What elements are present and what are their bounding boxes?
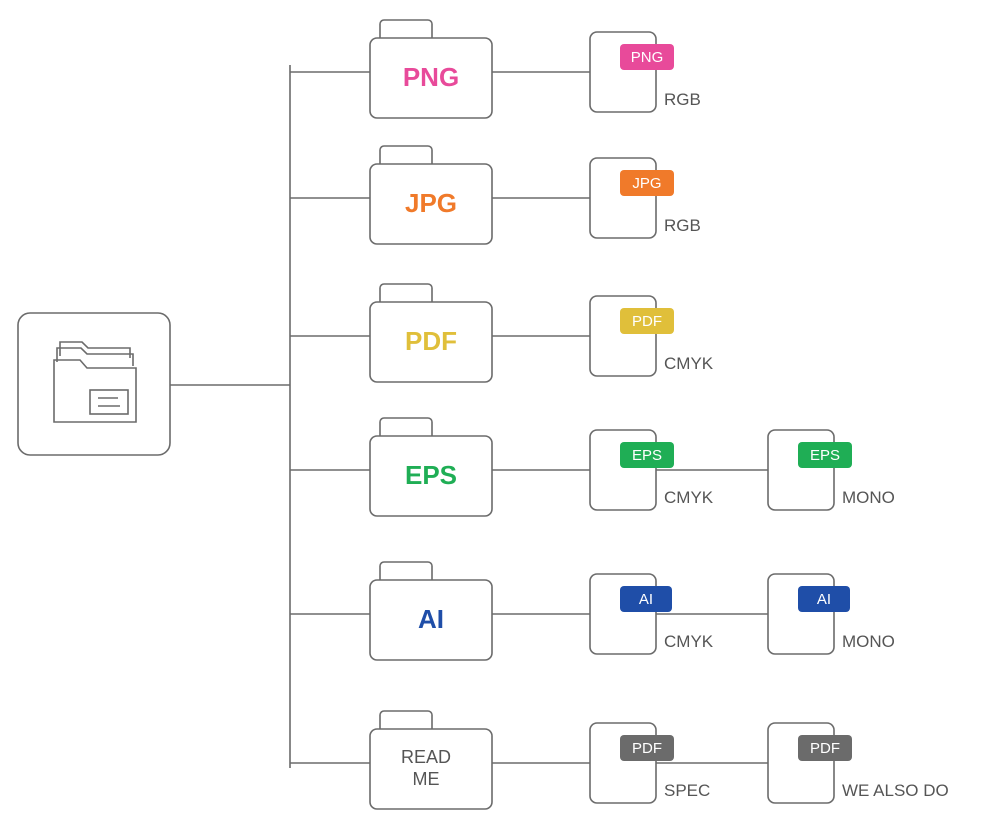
file-caption: CMYK xyxy=(664,632,714,651)
file-badge-label: PDF xyxy=(632,740,662,757)
file-eps-cmyk: EPS CMYK xyxy=(589,429,714,511)
file-caption: RGB xyxy=(664,216,701,235)
file-pdf-we-also-do: PDF WE ALSO DO xyxy=(767,722,949,804)
file-badge xyxy=(620,44,674,70)
root-card-box xyxy=(17,312,171,456)
folder-label: PNG xyxy=(403,62,459,92)
folder-tab xyxy=(379,561,433,580)
file-pdf-cmyk: PDF CMYK xyxy=(589,295,714,377)
folder-body xyxy=(369,37,493,119)
folder-stack-icon xyxy=(53,341,137,423)
folder-body xyxy=(369,301,493,383)
folder-tab xyxy=(379,19,433,38)
folder-body xyxy=(369,163,493,245)
file-ai-mono: AI MONO xyxy=(767,573,895,655)
folder-body xyxy=(369,579,493,661)
file-pdf-spec: PDF SPEC xyxy=(589,722,710,804)
folder-eps: EPS xyxy=(369,417,493,517)
folder-body xyxy=(369,435,493,517)
file-badge xyxy=(798,442,852,468)
document-window xyxy=(89,389,129,415)
file-caption: MONO xyxy=(842,488,895,507)
folder-label-line-1: READ xyxy=(401,747,451,767)
file-ai-cmyk: AI CMYK xyxy=(589,573,714,655)
file-caption: CMYK xyxy=(664,488,714,507)
folder-layer-back xyxy=(59,341,131,358)
file-badge xyxy=(798,735,852,761)
file-caption: WE ALSO DO xyxy=(842,781,949,800)
file-eps-mono: EPS MONO xyxy=(767,429,895,511)
folder-tab xyxy=(379,283,433,302)
file-badge-label: PDF xyxy=(632,313,662,330)
folder-layer-front xyxy=(53,359,137,423)
file-badge xyxy=(798,586,850,612)
folder-label: EPS xyxy=(405,460,457,490)
folder-jpg: JPG xyxy=(369,145,493,245)
root-folder-card xyxy=(17,312,171,456)
file-jpg-rgb: JPG RGB xyxy=(589,157,701,239)
folder-tab xyxy=(379,417,433,436)
folder-label: PDF xyxy=(405,326,457,356)
file-caption: SPEC xyxy=(664,781,710,800)
folder-tab xyxy=(379,145,433,164)
file-badge-label: EPS xyxy=(632,447,662,464)
file-badge xyxy=(620,442,674,468)
file-badge-label: AI xyxy=(817,591,831,608)
file-badge-label: PDF xyxy=(810,740,840,757)
folder-ai: AI xyxy=(369,561,493,661)
folder-tab xyxy=(379,710,433,729)
file-caption: MONO xyxy=(842,632,895,651)
file-badge xyxy=(620,308,674,334)
folder-label: AI xyxy=(418,604,444,634)
file-badge-label: AI xyxy=(639,591,653,608)
folder-layer-mid xyxy=(56,347,134,366)
file-badge-label: EPS xyxy=(810,447,840,464)
folder-label: JPG xyxy=(405,188,457,218)
file-png-rgb: PNG RGB xyxy=(589,31,701,113)
file-badge xyxy=(620,170,674,196)
file-badge xyxy=(620,586,672,612)
file-badge-label: JPG xyxy=(632,175,661,192)
folder-png: PNG xyxy=(369,19,493,119)
folder-label-line-2: ME xyxy=(413,769,440,789)
folder-pdf: PDF xyxy=(369,283,493,383)
file-caption: RGB xyxy=(664,90,701,109)
file-caption: CMYK xyxy=(664,354,714,373)
file-badge-label: PNG xyxy=(631,49,664,66)
folder-body xyxy=(369,728,493,810)
file-badge xyxy=(620,735,674,761)
